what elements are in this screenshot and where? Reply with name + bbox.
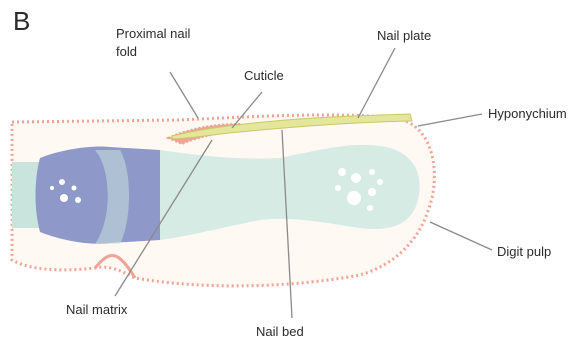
leader-proximal-nail-fold (170, 72, 198, 118)
panel-letter: B (13, 6, 30, 36)
label-digit-pulp: Digit pulp (497, 244, 551, 259)
leader-digit-pulp (430, 222, 492, 250)
label-cuticle: Cuticle (244, 68, 284, 83)
label-hyponychium: Hyponychium (488, 106, 567, 121)
label-nail-bed: Nail bed (256, 324, 304, 339)
label-nail-plate: Nail plate (377, 28, 431, 43)
label-proximal-nail-fold-line1: Proximal nail (116, 26, 191, 41)
middle-phalanx (36, 147, 167, 244)
label-nail-matrix: Nail matrix (66, 302, 128, 317)
leader-hyponychium (418, 114, 482, 126)
label-proximal-nail-fold-line2: fold (116, 44, 137, 59)
leader-nail-plate (358, 48, 395, 118)
